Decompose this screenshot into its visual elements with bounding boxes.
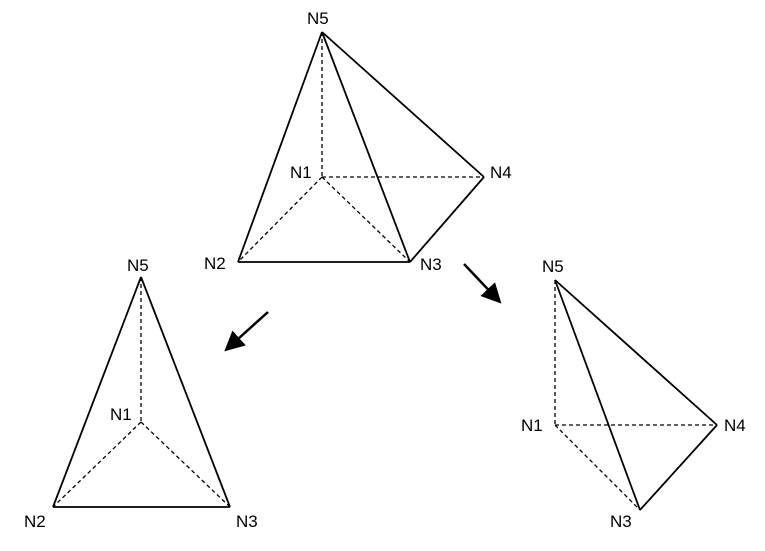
left-pyramid: N5 N1 N2 N3 xyxy=(24,256,258,531)
node-label-n1: N1 xyxy=(110,405,132,424)
node-label-n3: N3 xyxy=(420,255,442,274)
node-label-n5: N5 xyxy=(307,9,329,28)
arrow-to-right xyxy=(463,263,502,304)
node-label-n2: N2 xyxy=(24,512,46,531)
node-label-n2: N2 xyxy=(204,254,226,273)
node-label-n5: N5 xyxy=(542,257,564,276)
node-label-n1: N1 xyxy=(521,416,543,435)
arrow-to-left xyxy=(224,311,269,352)
node-label-n1: N1 xyxy=(290,163,312,182)
node-label-n4: N4 xyxy=(724,416,746,435)
top-pyramid: N5 N1 N4 N2 N3 xyxy=(204,9,512,274)
node-label-n3: N3 xyxy=(610,512,632,531)
node-label-n5: N5 xyxy=(127,256,149,275)
right-pyramid: N5 N1 N4 N3 xyxy=(521,257,746,531)
node-label-n3: N3 xyxy=(236,512,258,531)
node-label-n4: N4 xyxy=(490,163,512,182)
